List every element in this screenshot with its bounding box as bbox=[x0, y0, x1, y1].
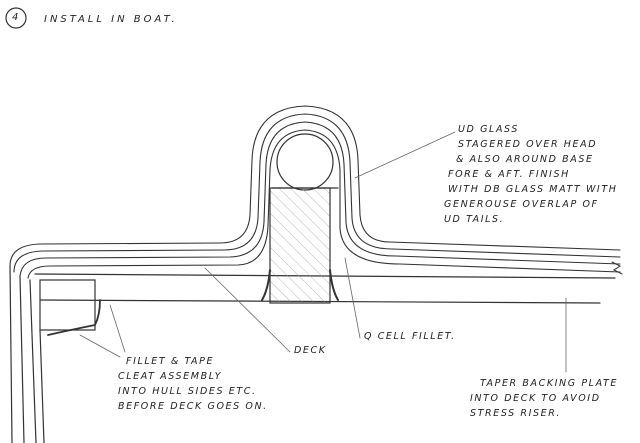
leader-lines bbox=[79, 131, 567, 373]
fillet-tape-note: FILLET & TAPE CLEAT ASSEMBLY INTO HULL S… bbox=[118, 356, 268, 412]
hull-side bbox=[9, 265, 101, 443]
step-circle bbox=[5, 7, 27, 29]
deck-label: DECK bbox=[294, 345, 327, 356]
ud-glass-layers bbox=[9, 105, 621, 279]
q-cell-fillet-label: Q CELL FILLET. bbox=[364, 331, 456, 342]
title-step-number: 4 bbox=[12, 12, 19, 23]
cleat-post bbox=[269, 187, 331, 304]
ud-glass-note: UD GLASS STAGERED OVER HEAD & ALSO AROUN… bbox=[444, 124, 618, 225]
cleat-head bbox=[276, 133, 334, 191]
page-title: INSTALL IN BOAT. bbox=[44, 14, 178, 25]
taper-backing-note: TAPER BACKING PLATE INTO DECK TO AVOID S… bbox=[470, 378, 618, 419]
